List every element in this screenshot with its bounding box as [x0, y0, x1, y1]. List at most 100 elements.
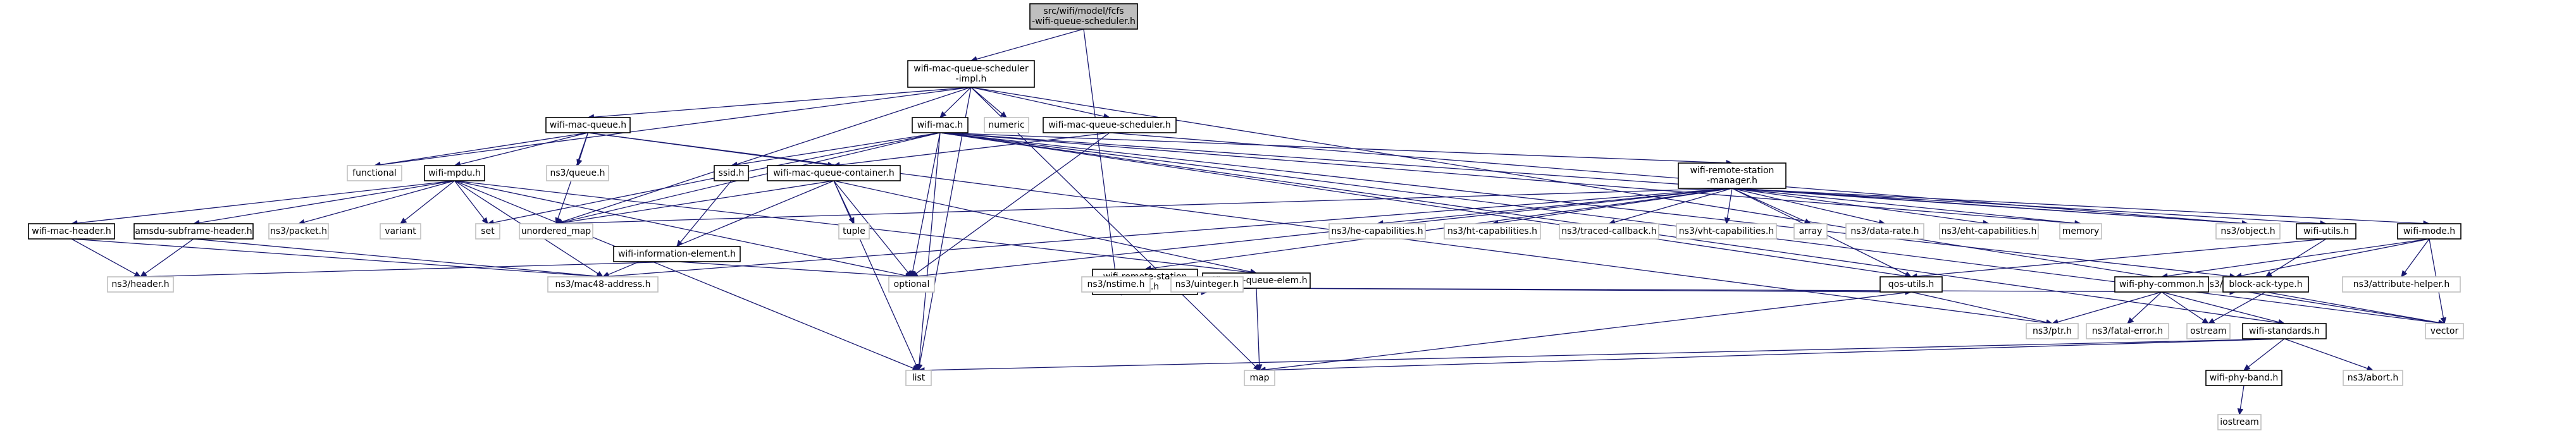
- node-label: variant: [385, 226, 416, 236]
- node-label: iostream: [2220, 417, 2259, 427]
- node-ns3queue: ns3/queue.h: [546, 165, 609, 181]
- node-wmode[interactable]: wifi-mode.h: [2397, 223, 2461, 240]
- node-label: wifi-mac.h: [917, 120, 963, 130]
- edge-root-to-wmqs_impl: [970, 28, 1084, 63]
- node-header: ns3/header.h: [107, 276, 174, 293]
- node-label: ssid.h: [719, 168, 745, 178]
- node-attrhelper: ns3/attribute-helper.h: [2342, 276, 2461, 293]
- node-optional: optional: [888, 276, 935, 293]
- node-label: tuple: [843, 226, 865, 236]
- node-fatal: ns3/fatal-error.h: [2086, 323, 2169, 339]
- header-nodes: src/wifi/model/fcfs-wifi-queue-scheduler…: [28, 3, 2464, 430]
- node-mac48: ns3/mac48-address.h: [547, 276, 659, 293]
- edge-wmpdu-to-amsdu: [192, 180, 455, 226]
- edge-wmq-to-functional: [373, 132, 588, 168]
- node-label: wifi-mac-header.h: [32, 226, 111, 236]
- node-label: -manager.h: [1707, 176, 1757, 186]
- node-label: set: [481, 226, 495, 236]
- node-label: ns3/queue.h: [550, 168, 605, 178]
- node-label: ns3/ptr.h: [2033, 326, 2072, 336]
- node-wmq[interactable]: wifi-mac-queue.h: [545, 117, 631, 133]
- node-label: wifi-mac-queue-scheduler: [913, 64, 1029, 74]
- node-label: wifi-information-element.h: [618, 249, 736, 259]
- node-memory: memory: [2059, 223, 2102, 240]
- edge-wrsm-to-wutils: [1731, 188, 2327, 227]
- node-label: ns3/uinteger.h: [1175, 279, 1239, 289]
- node-label: ns3/fatal-error.h: [2092, 326, 2163, 336]
- node-label: src/wifi/model/fcfs: [1043, 6, 1124, 16]
- edge-wmpdu-to-wmh: [70, 180, 455, 226]
- node-wpb[interactable]: wifi-phy-band.h: [2205, 370, 2282, 386]
- edge-wmqc-to-optional: [833, 180, 912, 277]
- node-label: wifi-mac-queue-scheduler.h: [1048, 120, 1171, 130]
- node-label: wifi-phy-common.h: [2119, 279, 2204, 289]
- node-wmpdu[interactable]: wifi-mpdu.h: [424, 165, 485, 181]
- node-vhtcap: ns3/vht-capabilities.h: [1676, 223, 1777, 240]
- edge-ssid-to-wie: [676, 180, 732, 247]
- node-wmh[interactable]: wifi-mac-header.h: [28, 223, 115, 240]
- edge-wmac-to-object: [939, 132, 2249, 227]
- node-amsdu[interactable]: amsdu-subframe-header.h: [133, 223, 254, 240]
- edge-wmqe-to-map: [1256, 288, 1263, 372]
- edge-wmqs_impl-to-wmac: [939, 87, 972, 118]
- node-traced: ns3/traced-callback.h: [1559, 223, 1659, 240]
- edge-wpc-to-ostream: [2161, 291, 2210, 324]
- node-label: wifi-mac-queue.h: [550, 120, 626, 130]
- node-label: ns3/mac48-address.h: [555, 279, 651, 289]
- node-nstime: ns3/nstime.h: [1081, 276, 1151, 293]
- node-wmac[interactable]: wifi-mac.h: [912, 117, 969, 133]
- node-label: qos-utils.h: [1888, 279, 1935, 289]
- node-label: memory: [2062, 226, 2100, 236]
- node-label: -impl.h: [956, 74, 987, 84]
- node-packet: ns3/packet.h: [268, 223, 329, 240]
- node-label: wifi-mpdu.h: [428, 168, 481, 178]
- node-object: ns3/object.h: [2215, 223, 2281, 240]
- edge-wrsm-to-ehtcap: [1731, 188, 1990, 226]
- node-ssid[interactable]: ssid.h: [714, 165, 749, 181]
- node-label: ns3/packet.h: [270, 226, 327, 236]
- node-abort: ns3/abort.h: [2343, 370, 2403, 386]
- edge-wmac-to-qos: [939, 132, 1912, 279]
- node-numeric: numeric: [984, 117, 1029, 133]
- edge-wmqs-to-wmqc: [833, 132, 1110, 168]
- node-wie[interactable]: wifi-information-element.h: [613, 246, 741, 262]
- node-label: ns3/traced-callback.h: [1561, 226, 1657, 236]
- node-wpc[interactable]: wifi-phy-common.h: [2114, 276, 2209, 293]
- node-root[interactable]: src/wifi/model/fcfs-wifi-queue-scheduler…: [1029, 3, 1138, 30]
- node-label: numeric: [988, 120, 1024, 130]
- node-functional: functional: [347, 165, 402, 181]
- node-uinteger: ns3/uinteger.h: [1170, 276, 1244, 293]
- node-wmqs_impl[interactable]: wifi-mac-queue-scheduler-impl.h: [907, 60, 1035, 88]
- node-label: ns3/attribute-helper.h: [2353, 279, 2450, 289]
- node-qos[interactable]: qos-utils.h: [1879, 276, 1943, 293]
- node-label: ns3/object.h: [2220, 226, 2275, 236]
- edge-wmac-to-callback: [939, 132, 2237, 279]
- edge-wstd-to-list: [917, 338, 2285, 374]
- node-ostream: ostream: [2186, 323, 2231, 339]
- edge-wrsm-to-wmode: [1731, 188, 2430, 227]
- node-label: wifi-standards.h: [2249, 326, 2320, 336]
- node-label: list: [912, 373, 926, 383]
- edge-wmqc-to-list: [833, 180, 919, 372]
- node-bat[interactable]: block-ack-type.h: [2222, 276, 2309, 293]
- edge-wmpdu-to-list: [454, 180, 920, 371]
- node-label: ns3/nstime.h: [1087, 279, 1145, 289]
- node-wmqs[interactable]: wifi-mac-queue-scheduler.h: [1043, 117, 1177, 133]
- edge-wrsm-to-vhtcap: [1724, 188, 1733, 225]
- node-label: wifi-phy-band.h: [2210, 373, 2279, 383]
- edge-wmac-to-ssid: [730, 132, 941, 168]
- edge-wmh-to-mac48: [71, 238, 604, 280]
- node-label: vector: [2430, 326, 2459, 336]
- node-label: optional: [894, 279, 930, 289]
- node-wrsm[interactable]: wifi-remote-station-manager.h: [1678, 162, 1786, 189]
- edge-wmqs_impl-to-numeric: [970, 87, 1007, 118]
- edge-bat-to-ostream: [2207, 291, 2266, 324]
- edge-wmpdu-to-set: [454, 180, 488, 224]
- node-hecap: ns3/he-capabilities.h: [1328, 223, 1426, 240]
- node-label: ostream: [2190, 326, 2227, 336]
- edge-wpc-to-ptr: [2051, 291, 2162, 325]
- node-label: ns3/he-capabilities.h: [1331, 226, 1423, 236]
- node-wstd[interactable]: wifi-standards.h: [2242, 323, 2327, 339]
- node-wmqc[interactable]: wifi-mac-queue-container.h: [767, 165, 901, 181]
- node-wutils[interactable]: wifi-utils.h: [2296, 223, 2356, 240]
